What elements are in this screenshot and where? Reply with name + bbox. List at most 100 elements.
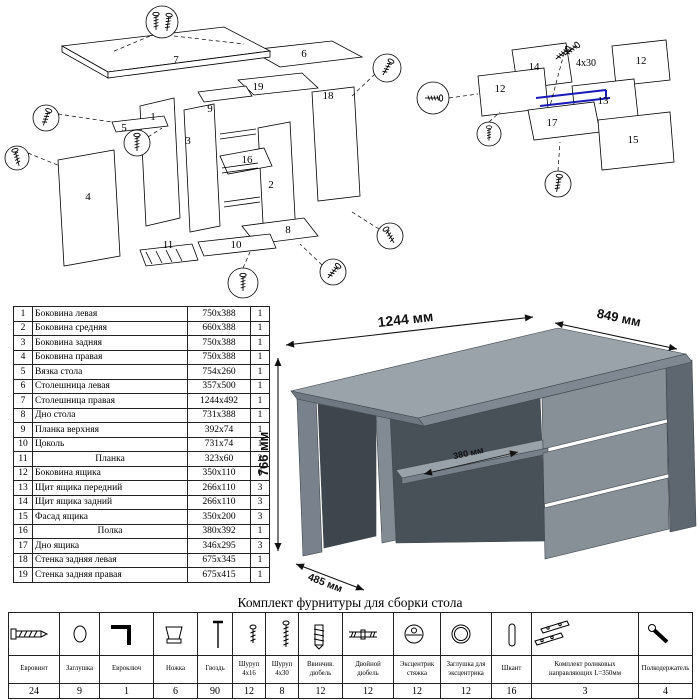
hardware-qty: 12 (232, 683, 266, 699)
part-size: 357x500 (187, 378, 251, 394)
exploded-diagrams: 7 6 19 18 9 5 1 3 16 2 4 8 10 11 (4, 5, 675, 299)
part-num: 11 (13, 451, 33, 467)
exploded-view-desk: 7 6 19 18 9 5 1 3 16 2 4 8 10 11 (4, 5, 404, 299)
desk-render: 1244 мм 849 мм 766 мм 380 мм 485 мм (256, 306, 697, 595)
hardware-qty-row: 24 9 1 6 90 12 8 12 12 12 12 16 3 4 (8, 683, 693, 699)
hardware-icon-cell (153, 612, 198, 656)
hardware-name: Заглушка для эксцентрика (440, 655, 492, 684)
part-label-10: 10 (231, 239, 243, 251)
hardware-title: Комплект фурнитуры для сборки стола (237, 595, 463, 610)
part-num: 1 (13, 306, 33, 322)
desk-knee-space (317, 403, 377, 549)
part-size: 323x60 (187, 451, 251, 467)
part-label-13: 13 (598, 95, 610, 107)
part-size: 660x388 (187, 320, 251, 336)
part-size: 392x74 (187, 422, 251, 438)
part-qty: 1 (250, 407, 270, 423)
part-label-5: 5 (121, 122, 127, 134)
hardware-icon-cell (197, 612, 233, 656)
part-qty: 1 (250, 306, 270, 322)
leg-icon (165, 626, 183, 644)
hardware-qty: 12 (342, 683, 394, 699)
part-name: Планка (32, 451, 188, 467)
part-qty: 1 (250, 567, 270, 583)
part-num: 7 (13, 393, 33, 409)
hardware-qty: 12 (440, 683, 492, 699)
hardware-qty: 24 (8, 683, 60, 699)
part-size: 675x415 (187, 567, 251, 583)
hardware-table: Евровинт Заглушка Евроключ Ножка Гвоздь … (8, 612, 693, 699)
part-size: 731x74 (187, 436, 251, 452)
part-num: 19 (13, 567, 33, 583)
part-name: Боковина ящика (32, 465, 188, 481)
dim-line-bottom (295, 563, 365, 591)
cam-cover-icon (451, 624, 471, 644)
hardware-qty: 12 (393, 683, 441, 699)
screw-4x30-icon (282, 620, 290, 647)
part-name: Дно ящика (32, 538, 188, 554)
desk-right-side (665, 359, 697, 533)
part-num: 15 (13, 509, 33, 525)
desk-drawer-2 (542, 422, 669, 505)
part-name: Боковина задняя (32, 335, 188, 351)
part-num: 13 (13, 480, 33, 496)
hardware-qty: 8 (265, 683, 299, 699)
roller-guide-highlight (535, 89, 611, 107)
part-num: 4 (13, 349, 33, 365)
shelf-pin-icon (648, 624, 669, 644)
part-size: 346x295 (187, 538, 251, 554)
hardware-qty: 1 (99, 683, 154, 699)
part-name: Полка (32, 523, 188, 539)
exploded-view-drawer: 14 12 12 13 17 15 4x30 (416, 39, 675, 198)
hardware-name: Заглушка (59, 655, 100, 684)
hardware-name: Евровинт (8, 655, 60, 684)
hardware-icon-cell (531, 612, 639, 656)
hardware-qty: 6 (153, 683, 198, 699)
part-size: 731x388 (187, 407, 251, 423)
part-size: 754x260 (187, 364, 251, 380)
part-size: 350x200 (187, 509, 251, 525)
part-label-9: 9 (207, 103, 213, 115)
dim-height-label: 766 мм (256, 432, 271, 477)
part-name: Стенка задняя левая (32, 552, 188, 568)
part-num: 18 (13, 552, 33, 568)
desk-drawer-3 (543, 477, 670, 560)
dim-line-width (285, 314, 534, 348)
part-label-14: 14 (529, 61, 541, 73)
part-label-2: 2 (268, 179, 274, 191)
hardware-name: Шкант (491, 655, 532, 684)
hardware-icon-cell (265, 612, 299, 656)
part-size: 1244x492 (187, 393, 251, 409)
dim-depth-label: 849 мм (596, 306, 643, 330)
hardware-icon-cell (638, 612, 693, 656)
euro-screw-icon (10, 628, 49, 640)
part-label-16: 16 (242, 154, 254, 166)
part-name: Планка верхняя (32, 422, 188, 438)
part-label-15: 15 (628, 134, 640, 146)
part-num: 16 (13, 523, 33, 539)
hardware-icons-row (8, 612, 693, 656)
hardware-qty: 4 (638, 683, 693, 699)
part-num: 10 (13, 436, 33, 452)
part-size: 675x345 (187, 552, 251, 568)
part-size: 266x110 (187, 480, 251, 496)
hardware-icon-cell (59, 612, 100, 656)
part-qty: 3 (250, 509, 270, 525)
part-name: Вязка стола (32, 364, 188, 380)
part-label-12b: 12 (636, 55, 647, 67)
hardware-icon-cell (393, 612, 441, 656)
part-label-18: 18 (323, 90, 335, 102)
screw-in-dowel-icon (313, 624, 325, 650)
hardware-qty: 9 (59, 683, 100, 699)
hardware-name: Ножка (153, 655, 198, 684)
part-size: 750x388 (187, 306, 251, 322)
